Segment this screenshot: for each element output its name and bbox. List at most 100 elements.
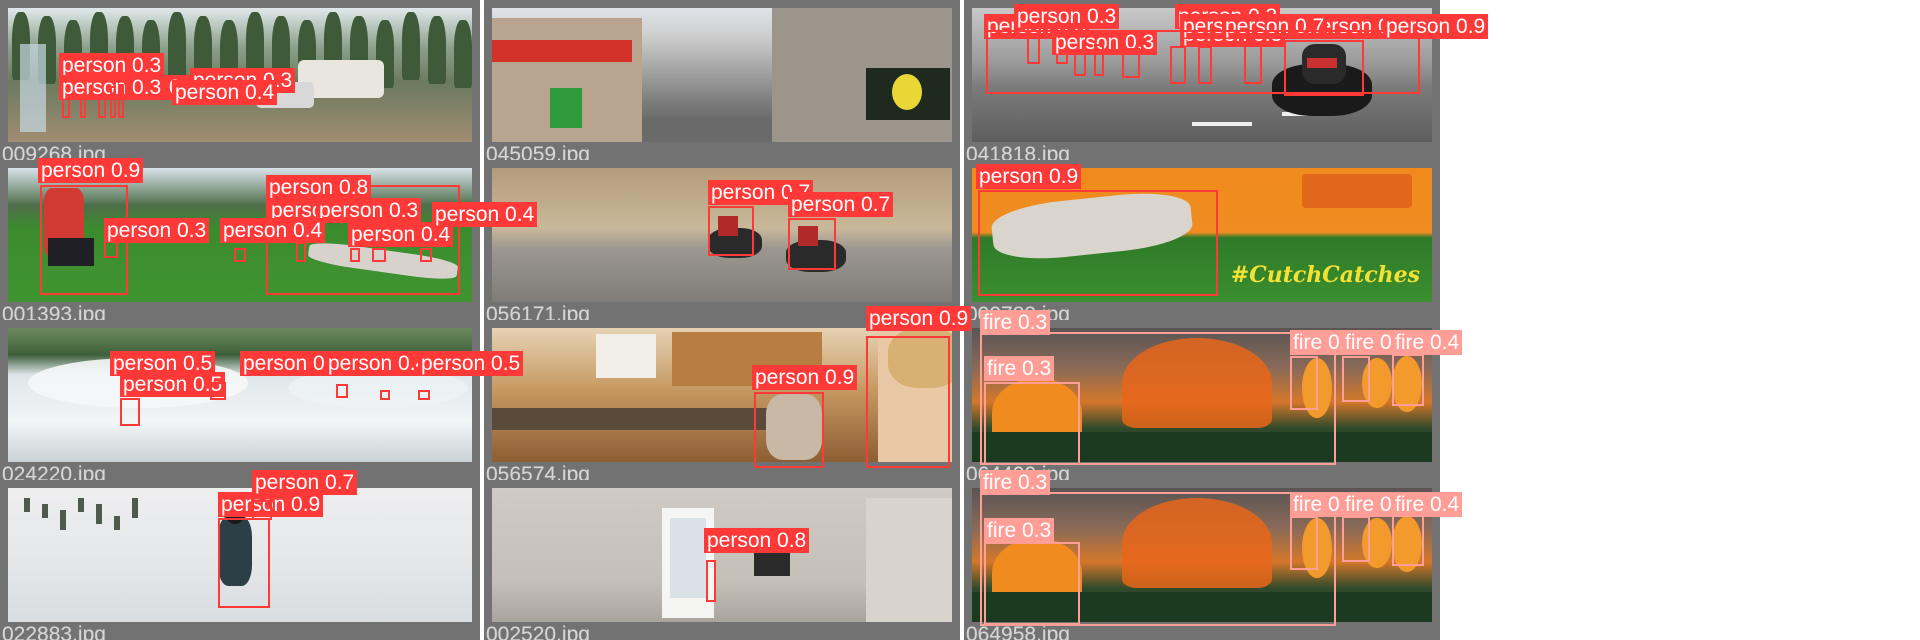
- person-confidence-label: person 0.4: [432, 202, 538, 227]
- rider-accent: [798, 226, 818, 246]
- fire-confidence-label: fire 0.3: [980, 470, 1051, 495]
- image-filename: 001393.jpg: [2, 303, 106, 321]
- fire-bounding-box: [984, 542, 1080, 625]
- image-filename: 009268.jpg: [2, 143, 106, 161]
- small-tree: [114, 516, 120, 530]
- fire-bounding-box: [980, 492, 1336, 626]
- person-confidence-label: person 0.4: [220, 218, 326, 243]
- image-tile: 002520.jpg: [484, 480, 960, 640]
- scene-image: [492, 488, 952, 622]
- image-filename: 002520.jpg: [486, 623, 590, 640]
- street: [642, 118, 772, 142]
- person-bounding-box: [1122, 48, 1140, 78]
- fire-bounding-box: [980, 332, 1336, 465]
- person-confidence-label: person 0.3: [59, 53, 165, 78]
- image-filename: 064958.jpg: [966, 623, 1070, 640]
- image-filename: 041818.jpg: [966, 143, 1070, 161]
- flames: [1122, 498, 1272, 588]
- person-confidence-label: person 0.4: [325, 351, 431, 376]
- pine-tree: [454, 20, 472, 88]
- door-glass: [670, 518, 706, 598]
- flames: [1392, 516, 1422, 572]
- person-bounding-box: [234, 248, 246, 262]
- rider-accent: [1307, 58, 1337, 68]
- fire-bounding-box: [1290, 516, 1318, 570]
- wall-logo: [1302, 174, 1412, 208]
- doorway: [866, 498, 952, 622]
- skier: [218, 516, 252, 586]
- billboard-flower: [892, 74, 922, 110]
- person-bounding-box: [866, 336, 950, 468]
- person-confidence-label: person 0.9: [38, 158, 144, 183]
- person-bounding-box: [418, 390, 430, 400]
- fire-bounding-box: [1342, 356, 1370, 402]
- flames: [1122, 338, 1272, 428]
- person-bounding-box: [350, 248, 360, 262]
- image-filename: 024220.jpg: [2, 463, 106, 481]
- person-confidence-label: person 0.7: [1222, 14, 1328, 39]
- pine-tree: [402, 12, 420, 80]
- person-confidence-label: person 0.3: [104, 218, 210, 243]
- fire-confidence-label: fire 0.4: [1392, 492, 1463, 517]
- fire-bounding-box: [1290, 356, 1318, 410]
- counter: [492, 408, 792, 430]
- pine-tree: [428, 16, 446, 84]
- person-bounding-box: [706, 560, 716, 602]
- image-filename: 045059.jpg: [486, 143, 590, 161]
- person-confidence-label: person 0.9: [1383, 14, 1489, 39]
- person-bounding-box: [788, 218, 836, 270]
- tree-line: [972, 432, 1432, 462]
- pine-tree: [272, 16, 290, 84]
- detection-mosaic: 009268.jpg 045059.jpg 041818.jpg 001393.jpg…: [0, 0, 1440, 640]
- road-line: [1192, 122, 1252, 126]
- fire-confidence-label: fire 0.4: [1392, 330, 1463, 355]
- person-bounding-box: [986, 30, 1420, 94]
- image-tile: 024220.jpg: [0, 320, 480, 480]
- fire-confidence-label: fire 0.3: [984, 356, 1055, 381]
- person-confidence-label: person 0.4: [348, 222, 454, 247]
- person-bounding-box: [754, 392, 824, 468]
- person-bounding-box: [296, 242, 306, 262]
- person-bounding-box: [120, 398, 140, 426]
- small-tree: [24, 498, 30, 512]
- image-filename: 056574.jpg: [486, 463, 590, 481]
- person-bounding-box: [380, 390, 390, 400]
- person-bounding-box: [1170, 46, 1186, 84]
- person-confidence-label: person 0.7: [252, 470, 358, 495]
- person-confidence-label: person 0.3: [316, 198, 422, 223]
- fire-bounding-box: [1392, 514, 1424, 566]
- pine-tree: [194, 16, 212, 84]
- person-confidence-label: person 0.5: [418, 351, 524, 376]
- tank-shape: [20, 44, 46, 132]
- image-filename: 022883.jpg: [2, 623, 106, 640]
- scene-caption: #CutchCatches: [1230, 262, 1420, 288]
- person-confidence-label: person 0.9: [976, 164, 1082, 189]
- small-tree: [78, 498, 84, 512]
- person-bounding-box: [372, 248, 386, 262]
- person-bounding-box: [218, 518, 270, 608]
- tree-line: [972, 592, 1432, 622]
- person-confidence-label: person 0.4: [172, 80, 278, 105]
- person-bounding-box: [1094, 44, 1104, 76]
- person-confidence-label: person 0.8: [266, 175, 372, 200]
- person-bounding-box: [978, 190, 1218, 296]
- person-bounding-box: [420, 248, 432, 262]
- person-confidence-label: person 0.5: [120, 372, 226, 397]
- player-legs: [48, 238, 94, 266]
- fire-confidence-label: fire 0.3: [980, 310, 1051, 335]
- person-confidence-label: person 0.8: [704, 528, 810, 553]
- pine-tree: [246, 12, 264, 80]
- fire-bounding-box: [1342, 516, 1370, 562]
- person-confidence-label: person 0.5: [110, 351, 216, 376]
- person-bounding-box: [252, 500, 272, 520]
- person-confidence-label: person 0.9: [866, 306, 972, 331]
- flames: [1362, 358, 1392, 408]
- store-sign-green: [550, 88, 582, 128]
- person-confidence-label: person 0.7: [788, 192, 894, 217]
- person-bounding-box: [1198, 46, 1212, 84]
- image-tile: 022883.jpg: [0, 480, 480, 640]
- person-bounding-box: [1284, 40, 1364, 96]
- scene-image: [972, 328, 1432, 462]
- small-tree: [60, 516, 66, 530]
- image-filename: 056171.jpg: [486, 303, 590, 321]
